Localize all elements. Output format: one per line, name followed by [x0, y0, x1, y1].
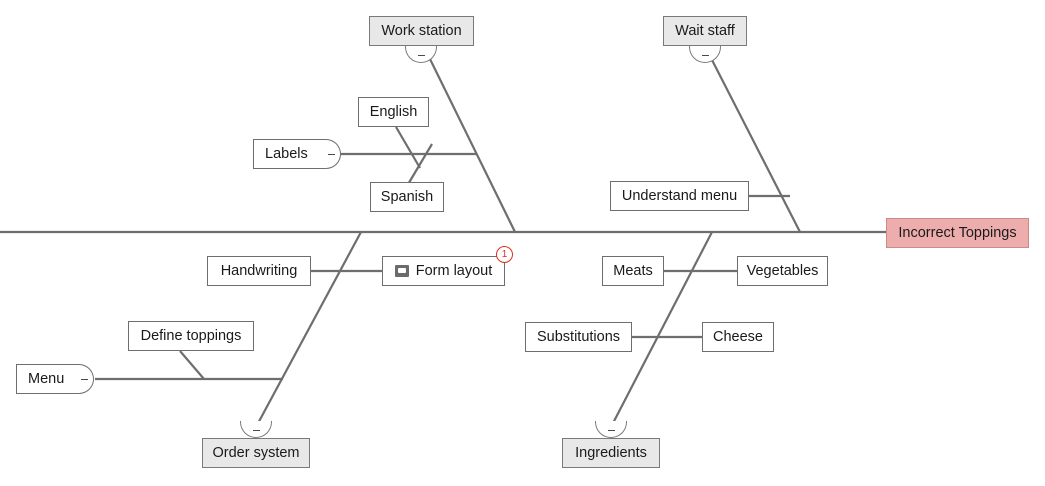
- category-order-system-label: Order system: [212, 444, 300, 461]
- category-ingredients-label: Ingredients: [575, 444, 647, 461]
- cause-menu-label: Menu: [28, 370, 65, 387]
- category-order-system[interactable]: Order system: [202, 438, 310, 468]
- note-icon: [394, 265, 409, 277]
- category-wait-staff-label: Wait staff: [675, 22, 735, 39]
- cause-understand-menu-label: Understand menu: [621, 187, 738, 204]
- category-work-station[interactable]: Work station: [369, 16, 474, 46]
- cause-meats-label: Meats: [613, 262, 653, 279]
- minus-icon: [701, 54, 709, 56]
- comment-count-badge[interactable]: 1: [496, 246, 513, 263]
- collapse-toggle-labels[interactable]: [324, 139, 341, 169]
- minus-icon: [417, 54, 425, 56]
- cause-handwriting-label: Handwriting: [220, 262, 298, 279]
- effect-head-node[interactable]: Incorrect Toppings: [886, 218, 1029, 248]
- minus-icon: [327, 153, 335, 155]
- cause-vegetables[interactable]: Vegetables: [737, 256, 828, 286]
- cause-form-layout[interactable]: Form layout: [382, 256, 505, 286]
- cause-meats[interactable]: Meats: [602, 256, 664, 286]
- comment-count-badge-value: 1: [501, 248, 508, 260]
- cause-english[interactable]: English: [358, 97, 429, 127]
- category-work-station-label: Work station: [381, 22, 462, 39]
- cause-substitutions-label: Substitutions: [536, 328, 621, 345]
- category-ingredients[interactable]: Ingredients: [562, 438, 660, 468]
- cause-labels[interactable]: Labels: [253, 139, 325, 169]
- cause-understand-menu[interactable]: Understand menu: [610, 181, 749, 211]
- cause-substitutions[interactable]: Substitutions: [525, 322, 632, 352]
- rib-spanish: [406, 143, 433, 187]
- cause-cheese[interactable]: Cheese: [702, 322, 774, 352]
- collapse-toggle-ingredients[interactable]: [595, 421, 627, 438]
- cause-spanish-label: Spanish: [380, 188, 434, 205]
- collapse-toggle-menu[interactable]: [77, 364, 94, 394]
- collapse-toggle-wait-staff[interactable]: [689, 46, 721, 63]
- cause-vegetables-label: Vegetables: [746, 262, 819, 279]
- effect-head-label: Incorrect Toppings: [898, 224, 1017, 241]
- cause-cheese-label: Cheese: [713, 328, 763, 345]
- cause-handwriting[interactable]: Handwriting: [207, 256, 311, 286]
- minus-icon: [607, 429, 615, 431]
- minus-icon: [80, 378, 88, 380]
- cause-spanish[interactable]: Spanish: [370, 182, 444, 212]
- cause-labels-label: Labels: [265, 145, 308, 162]
- cause-define-toppings-label: Define toppings: [140, 327, 242, 344]
- cause-english-label: English: [369, 103, 418, 120]
- minus-icon: [252, 429, 260, 431]
- rib-english: [395, 126, 421, 169]
- rib-define-toppings: [179, 350, 205, 380]
- collapse-toggle-order-system[interactable]: [240, 421, 272, 438]
- collapse-toggle-work-station[interactable]: [405, 46, 437, 63]
- cause-define-toppings[interactable]: Define toppings: [128, 321, 254, 351]
- cause-form-layout-label: Form layout: [415, 262, 493, 279]
- category-wait-staff[interactable]: Wait staff: [663, 16, 747, 46]
- cause-menu[interactable]: Menu: [16, 364, 78, 394]
